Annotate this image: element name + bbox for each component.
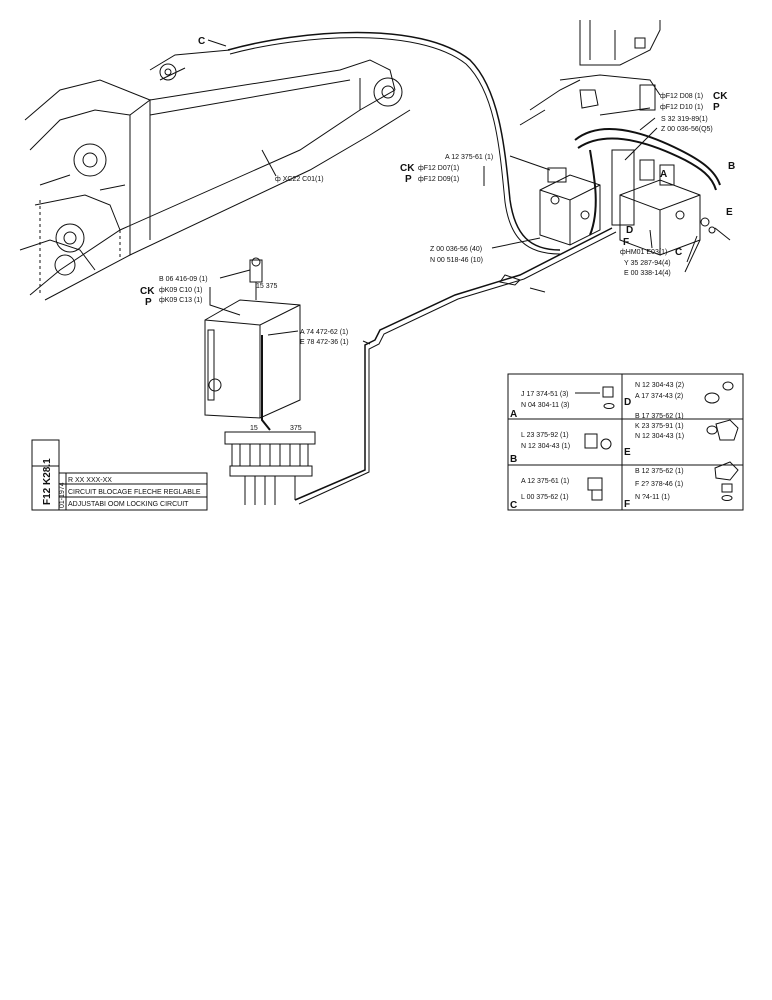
label-z00-40: Z 00 036-56 (40) (430, 246, 482, 253)
title-code-vertical: F12 K28.1 (42, 458, 53, 505)
legend-d-line1: N 12 304-43 (2) (635, 382, 684, 389)
legend-b-letter: B (510, 454, 517, 465)
legend-c-letter: C (510, 500, 517, 511)
valve-block (539, 149, 731, 256)
label-hm01: фHM01 E03(1) (620, 249, 667, 256)
pipe-fittings (499, 274, 546, 293)
label-f12-d10: фF12 D10 (1) (660, 104, 703, 111)
hose-c-line (227, 31, 561, 251)
legend-d-letter: D (624, 397, 631, 408)
pipe-main-inner (298, 231, 617, 505)
callout-f-right: F (623, 237, 629, 248)
legend-e-line2: K 23 375-91 (1) (635, 423, 684, 430)
electric-box (204, 257, 316, 505)
legend-f-letter: F (624, 499, 630, 510)
legend-d-line2: A 17 374-43 (2) (635, 393, 683, 400)
label-k09-c10: фK09 C10 (1) (159, 287, 203, 294)
boom-structure (19, 49, 411, 301)
label-a74: A 74 472-62 (1) (300, 329, 348, 336)
hydraulic-hoses-top (574, 128, 721, 236)
hose-c-line-inner (229, 37, 561, 255)
legend-f-line3: N ?4-11 (1) (635, 494, 670, 501)
legend-b-line1: L 23 375-92 (1) (521, 432, 569, 439)
label-s32: S 32 319-89(1) (661, 116, 708, 123)
label-xc22: ф XC22 C01(1) (275, 176, 324, 183)
legend-c-line2: L 00 375-62 (1) (521, 494, 569, 501)
label-f12-d08: фF12 D08 (1) (660, 93, 703, 100)
title-french: CIRCUIT BLOCAGE FLECHE REGLABLE (68, 489, 201, 496)
label-n00-518: N 00 518-46 (10) (430, 257, 483, 264)
title-small-vertical: 01-1974 (59, 482, 66, 508)
callout-b-right: B (728, 161, 735, 172)
label-e00-338: E 00 338-14(4) (624, 270, 671, 277)
parts-legend-table: J 17 374-51 (3) N 04 304-11 (3) A L 23 3… (507, 373, 744, 511)
machine-frame (519, 20, 661, 126)
legend-a-line1: J 17 374-51 (3) (521, 391, 568, 398)
legend-f-line2: F 2? 378-46 (1) (635, 481, 683, 488)
label-ck-low: CK (140, 286, 155, 297)
title-english: ADJUSTABI OOM LOCKING CIRCUIT (68, 501, 189, 508)
legend-a-letter: A (510, 409, 517, 420)
label-e78: E 78 472-36 (1) (300, 339, 349, 346)
legend-e-letter: E (624, 447, 631, 458)
label-375: 375 (290, 425, 302, 432)
legend-e-line1: B 17 375-62 (1) (635, 413, 684, 420)
label-f12-d07: фF12 D07(1) (418, 165, 459, 172)
legend-b-line2: N 12 304-43 (1) (521, 443, 570, 450)
callout-c-right: C (675, 247, 682, 258)
label-15-375-top: 15 375 (256, 283, 278, 290)
callout-a-right: A (660, 169, 667, 180)
label-z00-q5: Z 00 036-56(Q5) (661, 126, 713, 133)
legend-f-line1: B 12 375-62 (1) (635, 468, 684, 475)
label-f12-d09: фF12 D09(1) (418, 176, 459, 183)
title-ref-code: R XX XXX-XX (68, 477, 112, 484)
label-a12-375: A 12 375-61 (1) (445, 154, 493, 161)
label-15: 15 (250, 425, 258, 432)
callout-e-right: E (726, 207, 733, 218)
legend-e-line3: N 12 304-43 (1) (635, 433, 684, 440)
label-ck-top: CK (713, 91, 728, 102)
legend-a-line2: N 04 304-11 (3) (521, 402, 570, 409)
label-ck-mid: CK (400, 163, 415, 174)
pipe-main (294, 227, 613, 501)
label-k09-c13: фK09 C13 (1) (159, 297, 203, 304)
title-block: F12 K28.1 01-1974 R XX XXX-XX CIRCUIT BL… (31, 439, 208, 511)
label-y35: Y 35 287-94(4) (624, 260, 671, 267)
callout-c-top: C (198, 36, 205, 47)
legend-c-line1: A 12 375-61 (1) (521, 478, 569, 485)
label-p-mid: P (405, 174, 412, 185)
label-p-low: P (145, 297, 152, 308)
label-b06: B 06 416-09 (1) (159, 276, 208, 283)
label-p-top: P (713, 102, 720, 113)
callout-d-right: D (626, 225, 633, 236)
